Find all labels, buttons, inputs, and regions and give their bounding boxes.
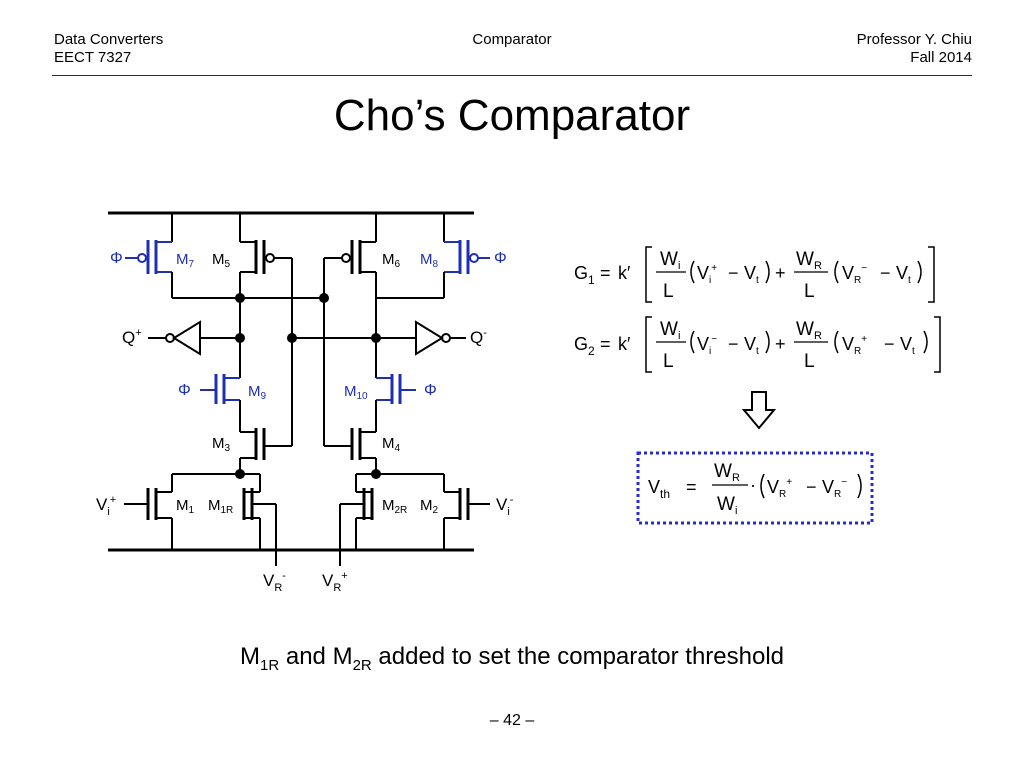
vi-plus-label: Vi+ (96, 494, 116, 518)
inverter-right (376, 320, 466, 356)
threshold-box (636, 451, 874, 525)
svg-text:Vth: Vth (648, 477, 670, 501)
svg-text:WR: WR (714, 461, 740, 484)
svg-text:=: = (600, 334, 611, 354)
label-m3: M3 (212, 435, 231, 454)
inverter-left (148, 320, 240, 356)
phi-label-m8: Φ (494, 250, 507, 267)
course-code: EECT 7327 (54, 49, 132, 66)
header-topic: Comparator (472, 31, 552, 48)
svg-text:G2: G2 (574, 334, 595, 358)
page-number: – 42 – (489, 712, 535, 729)
label-m9: M9 (248, 383, 267, 402)
svg-text:+: + (775, 263, 786, 283)
label-m2r: M2R (382, 497, 407, 516)
q-plus-label: Q+ (122, 327, 142, 347)
transistor-m1 (124, 488, 173, 550)
label-m1r: M1R (208, 497, 233, 516)
equations: G1 = k′ Wi L Vi+ − Vt + WR L VR− − Vt (574, 246, 941, 525)
svg-text:k′: k′ (618, 334, 631, 354)
svg-text:=: = (600, 263, 611, 283)
header-left: Data Converters EECT 7327 (54, 31, 163, 67)
slide-caption: M1R and M2R added to set the comparator … (239, 643, 785, 674)
slide-title: Cho’s Comparator (333, 91, 691, 140)
instructor-name: Professor Y. Chiu (856, 31, 972, 48)
phi-label-m7: Φ (110, 250, 123, 267)
phi-label-m9: Φ (178, 382, 191, 399)
svg-text:VR−: VR− (822, 477, 847, 500)
svg-text:Vi−: Vi− (697, 334, 717, 357)
transistor-m7 (125, 213, 173, 298)
equation-g1: G1 = k′ Wi L Vi+ − Vt + WR L VR− − Vt (574, 246, 935, 303)
svg-text:·: · (750, 475, 756, 495)
transistor-m6 (324, 213, 377, 274)
label-m4: M4 (382, 435, 401, 454)
vr-minus-label: VR- (263, 570, 286, 594)
implies-arrow-icon (741, 391, 777, 430)
svg-text:L: L (663, 281, 674, 302)
svg-text:+: + (775, 334, 786, 354)
svg-text:VR+: VR+ (842, 334, 867, 357)
transistor-m3 (240, 428, 292, 460)
vr-plus-label: VR+ (322, 570, 348, 594)
transistor-m9 (200, 374, 240, 404)
svg-text:=: = (686, 477, 697, 497)
svg-text:−: − (728, 263, 739, 283)
svg-text:L: L (804, 281, 815, 302)
svg-text:Vt: Vt (896, 263, 911, 286)
label-m7: M7 (176, 251, 195, 270)
svg-text:Vt: Vt (744, 263, 759, 286)
svg-text:−: − (880, 263, 891, 283)
transistor-m8 (443, 213, 490, 298)
q-minus-label: Q- (470, 327, 487, 347)
label-m2: M2 (420, 497, 439, 516)
equation-vth: Vth = WR Wi · VR+ − VR− (648, 461, 862, 517)
phi-label-m10: Φ (424, 382, 437, 399)
svg-text:k′: k′ (618, 263, 631, 283)
label-m5: M5 (212, 251, 231, 270)
transistor-m2 (443, 488, 490, 550)
svg-text:VR−: VR− (842, 263, 867, 286)
comparator-schematic (108, 211, 490, 566)
svg-text:−: − (884, 334, 895, 354)
circuit-labels: Φ M7 M5 M6 M8 Φ Q+ Q- Φ M9 M10 Φ M3 M4 V… (96, 250, 514, 594)
header-right: Professor Y. Chiu Fall 2014 (857, 31, 972, 67)
svg-text:VR+: VR+ (767, 477, 792, 500)
transistor-m4 (324, 428, 376, 460)
term: Fall 2014 (910, 49, 972, 66)
label-m1: M1 (176, 497, 195, 516)
label-m10: M10 (344, 383, 368, 402)
transistor-m1r (242, 488, 277, 566)
svg-text:Wi: Wi (660, 249, 680, 272)
transistor-m10 (376, 374, 416, 404)
equation-g2: G2 = k′ Wi L Vi− − Vt + WR L VR+ − Vt (574, 316, 941, 373)
transistor-m2r (339, 488, 374, 566)
transistor-m5 (239, 213, 292, 274)
svg-text:−: − (728, 334, 739, 354)
header-rule (52, 75, 972, 76)
svg-text:Wi: Wi (717, 494, 737, 517)
svg-text:L: L (663, 351, 674, 372)
svg-text:WR: WR (796, 249, 822, 272)
svg-text:WR: WR (796, 319, 822, 342)
svg-text:−: − (806, 477, 817, 497)
label-m8: M8 (420, 251, 439, 270)
svg-text:Vi+: Vi+ (697, 263, 717, 286)
svg-text:Wi: Wi (660, 319, 680, 342)
svg-text:Vt: Vt (900, 334, 915, 357)
vi-minus-label: Vi- (496, 494, 514, 518)
svg-text:Vt: Vt (744, 334, 759, 357)
svg-text:G1: G1 (574, 263, 595, 287)
svg-text:L: L (804, 351, 815, 372)
label-m6: M6 (382, 251, 401, 270)
course-name: Data Converters (54, 31, 164, 48)
slide-figure: Φ M7 M5 M6 M8 Φ Q+ Q- Φ M9 M10 Φ M3 M4 V… (96, 211, 941, 594)
